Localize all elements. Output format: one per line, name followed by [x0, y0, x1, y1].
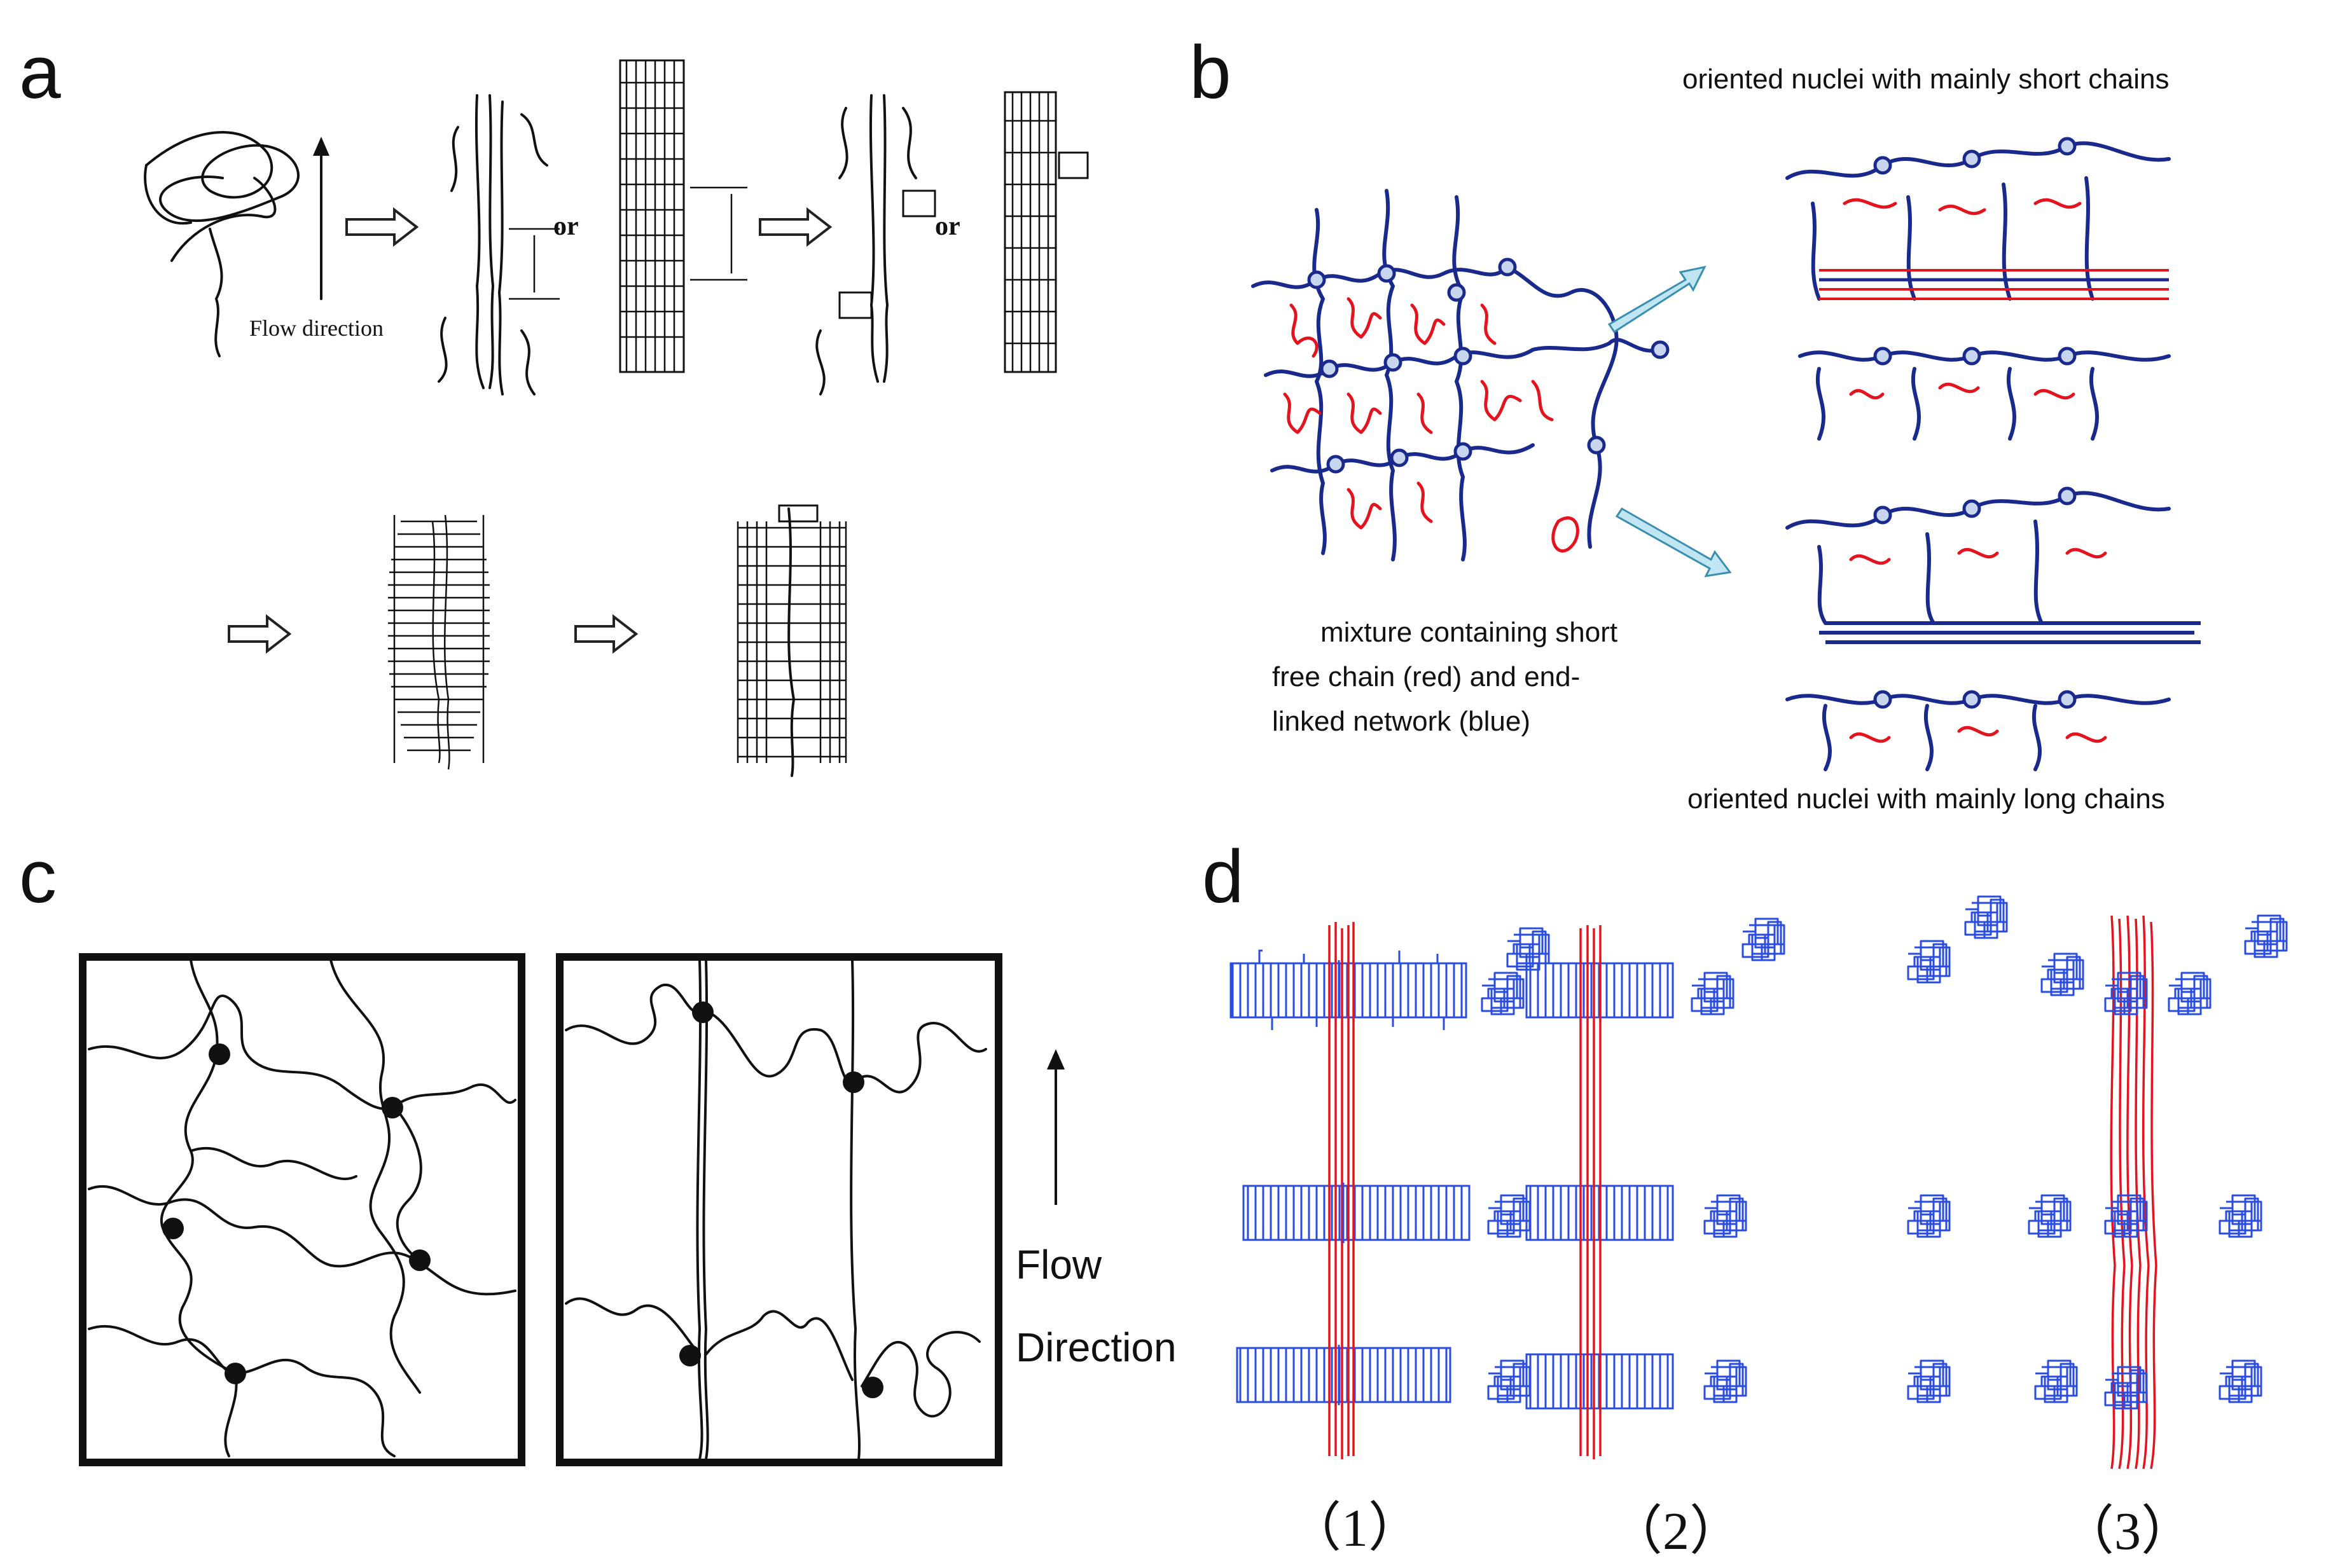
mixture-line-3: linked network (blue)	[1272, 706, 1530, 737]
flow-arrow-head	[313, 137, 329, 156]
stretched-bundle-2	[619, 59, 747, 373]
stretched-bundle-1	[438, 94, 560, 395]
structure-3-label: （3）	[2061, 1502, 2195, 1561]
shish-kebab-2	[737, 504, 847, 777]
or-label-2: or	[935, 212, 960, 241]
panel-b-label: b	[1189, 31, 1231, 114]
panel-a-label: a	[19, 31, 61, 114]
flow-direction-label: Flow direction	[249, 315, 384, 341]
panel-d: d	[1202, 820, 2340, 1568]
mixture-network	[1251, 189, 1670, 561]
shish-kebab-1	[388, 514, 490, 770]
hollow-arrow-2	[759, 207, 833, 247]
stretched-bundle-4	[1004, 91, 1089, 373]
hollow-arrow-4	[574, 614, 639, 654]
long-chain-nuclei	[1785, 486, 2201, 771]
unstretched-network-box	[79, 953, 525, 1466]
short-chain-nuclei	[1785, 137, 2171, 441]
caption-long-chains: oriented nuclei with mainly long chains	[1687, 783, 2165, 815]
structure-2	[1481, 918, 1785, 1459]
hollow-arrow-1	[345, 207, 419, 247]
arrow-to-short	[1607, 265, 1707, 334]
panel-d-label: d	[1202, 835, 1244, 919]
stretched-network-box	[556, 953, 1002, 1466]
panel-b: b oriented nuclei with mainly short chai…	[1177, 0, 2340, 820]
caption-short-chains: oriented nuclei with mainly short chains	[1682, 64, 2170, 95]
unstretched-network	[88, 959, 516, 1457]
random-coil	[144, 130, 300, 357]
panel-c-diagram	[79, 953, 1065, 1466]
panel-c-label: c	[19, 835, 57, 919]
structure-3	[1907, 895, 2288, 1469]
structure-1	[1229, 922, 1471, 1459]
panel-c: c	[0, 820, 1208, 1568]
flow-label-c: Flow	[1016, 1242, 1102, 1288]
structure-1-label: （1）	[1288, 1499, 1422, 1558]
panel-a-diagram	[144, 59, 1089, 777]
flow-arrow-c-head	[1047, 1049, 1065, 1069]
panel-d-diagram	[1229, 895, 2288, 1469]
or-label-1: or	[553, 212, 579, 241]
arrow-to-long	[1615, 507, 1732, 577]
direction-label-c: Direction	[1016, 1324, 1177, 1370]
hollow-arrow-3	[228, 614, 292, 654]
mixture-line-1: mixture containing short	[1320, 617, 1618, 648]
structure-2-label: （2）	[1609, 1502, 1743, 1561]
panel-a: a	[0, 0, 1177, 814]
stretched-network	[565, 959, 987, 1461]
stretched-bundle-3	[815, 94, 936, 395]
panel-b-diagram	[1251, 137, 2201, 771]
mixture-line-2: free chain (red) and end-	[1272, 661, 1581, 692]
